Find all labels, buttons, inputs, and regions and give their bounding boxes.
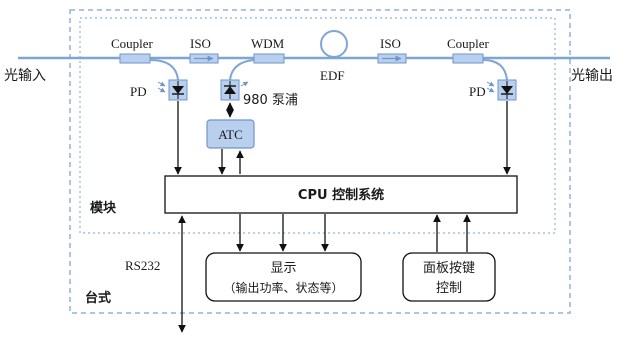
desktop-label: 台式	[85, 290, 111, 306]
wdm-label: WDM	[251, 36, 285, 51]
tap-fiber-pump	[229, 59, 255, 81]
pump-label: 980 泵浦	[243, 93, 298, 108]
panel-label-line1: 面板按键	[423, 261, 475, 276]
panel-label-line2: 控制	[436, 281, 462, 296]
atc-box	[206, 119, 255, 149]
cpu-box	[164, 175, 518, 214]
pd-right-photodiode	[486, 79, 517, 101]
pump-laser	[220, 79, 249, 101]
iso-right-label: ISO	[380, 36, 401, 51]
module-label: 模块	[90, 200, 117, 216]
panel-keys-box	[402, 252, 496, 302]
display-box	[205, 252, 362, 302]
coupler-left	[119, 53, 151, 64]
tap-fiber-left	[149, 59, 179, 81]
pd-left-label: PD	[130, 84, 147, 99]
pd-right-label: PD	[469, 84, 486, 99]
wdm	[253, 53, 285, 64]
coupler-right-label: Coupler	[447, 36, 490, 51]
edf-label: EDF	[320, 68, 345, 83]
light-input-label: 光输入	[4, 68, 46, 84]
display-label-line1: 显示	[270, 261, 296, 276]
iso-left-label: ISO	[190, 36, 211, 51]
display-label-line2: （输出功率、状态等）	[223, 280, 343, 295]
tap-fiber-right	[482, 59, 508, 81]
cpu-label: CPU 控制系统	[298, 187, 384, 203]
pd-left-photodiode	[157, 79, 188, 101]
coupler-right	[452, 53, 484, 64]
coupler-left-label: Coupler	[111, 36, 154, 51]
rs232-label: RS232	[125, 258, 160, 273]
desktop-enclosure	[69, 9, 571, 314]
atc-label: ATC	[218, 127, 243, 142]
light-output-label: 光输出	[571, 68, 613, 84]
edf-coil	[320, 30, 348, 58]
